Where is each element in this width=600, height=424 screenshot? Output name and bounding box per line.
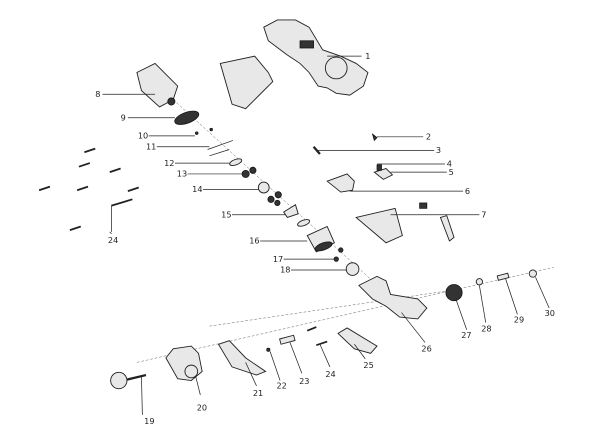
part-17a [338, 247, 344, 253]
part-26 [358, 275, 428, 320]
part-16 [306, 225, 336, 253]
callout-label-30: 30 [545, 308, 555, 318]
part-13 [241, 166, 257, 178]
part-10 [194, 131, 199, 135]
callout-label-25: 25 [363, 360, 373, 370]
callout-leaders [102, 55, 550, 415]
callout-label-13: 13 [177, 169, 187, 179]
part-20 [165, 345, 203, 381]
part-11a [207, 140, 234, 150]
part-11b [209, 149, 230, 157]
callout-label-26: 26 [421, 344, 431, 354]
callout-label-24a: 24 [108, 235, 118, 245]
callout-label-21: 21 [253, 388, 263, 398]
part-27 [445, 284, 463, 302]
callout-label-24b: 24 [325, 369, 335, 379]
callout-label-8: 8 [95, 89, 100, 99]
part-4 [376, 164, 382, 171]
part-2 [371, 133, 378, 142]
callout-label-19: 19 [144, 416, 154, 424]
part-5 [373, 167, 394, 180]
part-13b [267, 191, 282, 207]
callout-label-3: 3 [436, 145, 441, 155]
part-17 [333, 256, 339, 262]
part-7c [439, 215, 455, 242]
part-14 [257, 181, 270, 194]
part-24-screws [38, 147, 140, 231]
callout-label-11: 11 [146, 141, 156, 151]
part-25 [337, 327, 378, 354]
callout-label-7: 7 [481, 209, 486, 219]
callout-label-2: 2 [426, 132, 431, 142]
callout-label-18: 18 [280, 265, 290, 275]
part-24-pin [306, 326, 317, 332]
part-10b [209, 127, 213, 132]
part-9 [174, 110, 200, 125]
part-15b [297, 219, 311, 227]
callout-label-5: 5 [449, 167, 454, 177]
callout-label-27: 27 [461, 330, 471, 340]
part-3 [312, 146, 321, 155]
callout-label-23: 23 [299, 376, 309, 386]
part-19 [110, 371, 147, 390]
part-18 [345, 262, 360, 276]
callout-label-9: 9 [121, 112, 126, 122]
assembly-axis-lower-2 [209, 289, 455, 327]
callout-label-16: 16 [249, 236, 259, 246]
part-7b [419, 202, 428, 209]
callout-label-29: 29 [514, 315, 524, 325]
part-7 [355, 207, 403, 244]
part-housing [219, 19, 369, 110]
assembly-axis-lower [136, 267, 554, 363]
part-12 [229, 158, 243, 166]
part-30 [528, 269, 537, 278]
callout-label-10: 10 [138, 131, 148, 141]
part-28 [475, 278, 484, 286]
part-22 [266, 347, 271, 352]
callout-label-28: 28 [481, 324, 491, 334]
part-21 [217, 340, 267, 376]
part-29 [496, 272, 510, 281]
callout-label-1: 1 [365, 51, 370, 61]
part-23 [279, 334, 296, 345]
callout-label-20: 20 [197, 402, 207, 412]
callout-label-17: 17 [273, 254, 283, 264]
callout-label-14: 14 [192, 184, 202, 194]
callout-label-6: 6 [465, 186, 470, 196]
callout-label-4: 4 [447, 159, 452, 169]
callout-label-15: 15 [221, 209, 231, 219]
callout-label-22: 22 [276, 381, 286, 391]
part-6 [326, 173, 355, 193]
part-motor [136, 62, 179, 108]
part-24-pin-b [316, 340, 328, 347]
callout-label-12: 12 [164, 158, 174, 168]
part-15 [283, 204, 299, 218]
